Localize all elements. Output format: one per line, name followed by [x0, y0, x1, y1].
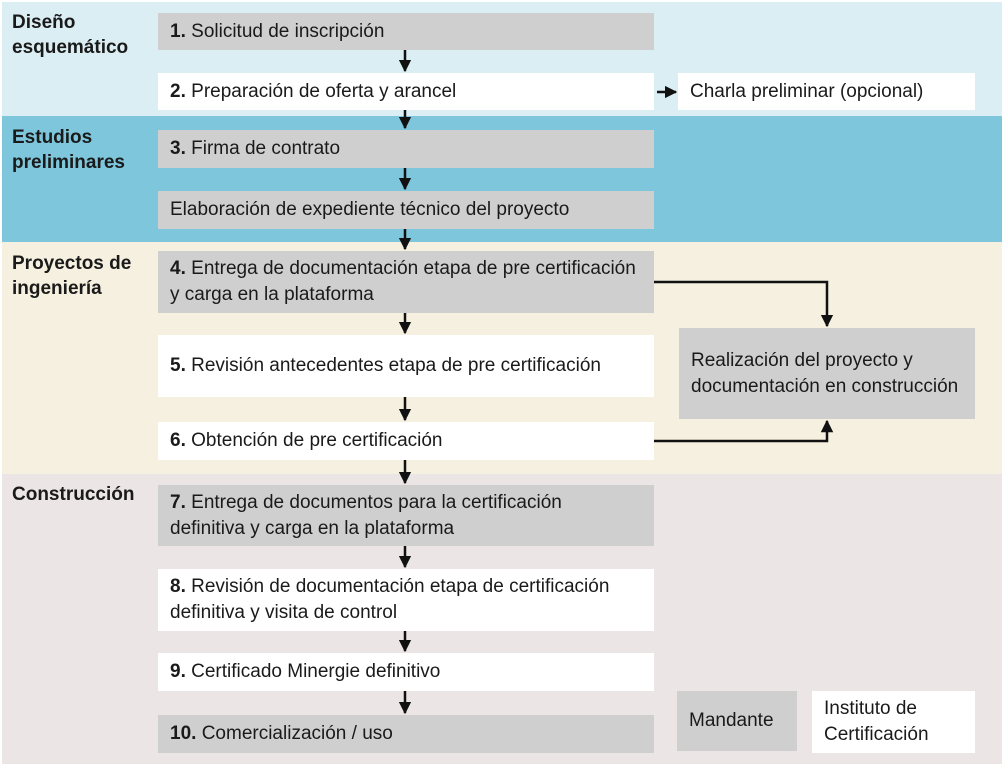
step-6: 6. Obtención de pre certificación — [158, 422, 654, 460]
phase-label-diseno: Diseño esquemático — [12, 12, 129, 58]
legend-mandante-text: Mandante — [689, 710, 774, 731]
step-9: 9. Certificado Minergie definitivo — [158, 653, 654, 691]
step-expediente: Elaboración de expediente técnico del pr… — [158, 191, 654, 229]
step-8-text: Revisión de documentación etapa de certi… — [170, 576, 610, 623]
step-6-text: Obtención de pre certificación — [191, 430, 443, 451]
legend-instituto-text: Instituto de Certificación — [824, 698, 929, 745]
step-7-number: 7. — [170, 491, 186, 513]
step-2-text: Preparación de oferta y arancel — [191, 80, 457, 102]
step-7: 7. Entrega de documentos para la certifi… — [158, 485, 654, 546]
step-10-text: Comercialización / uso — [201, 723, 393, 744]
legend-mandante: Mandante — [677, 691, 797, 751]
step-2-number: 2. — [170, 80, 186, 102]
step-4-number: 4. — [170, 258, 186, 279]
step-1-number: 1. — [170, 20, 186, 42]
step-1-text: Solicitud de inscripción — [191, 20, 385, 42]
legend-instituto: Instituto de Certificación — [812, 691, 975, 753]
phase-label-construccion: Construcción — [12, 484, 135, 505]
step-4-text: Entrega de documentación etapa de pre ce… — [170, 258, 636, 305]
step-5-number: 5. — [170, 355, 186, 376]
step-5-text: Revisión antecedentes etapa de pre certi… — [191, 355, 601, 376]
step-8: 8. Revisión de documentación etapa de ce… — [158, 569, 654, 631]
step-9-number: 9. — [170, 661, 186, 682]
step-10: 10. Comercialización / uso — [158, 715, 654, 753]
step-6-number: 6. — [170, 430, 186, 451]
step-3-text: Firma de contrato — [191, 138, 341, 159]
realizacion-text: Realización del proyecto y documentación… — [691, 349, 959, 397]
realizacion-box: Realización del proyecto y documentación… — [679, 328, 975, 419]
charla-preliminar-text: Charla preliminar (opcional) — [690, 80, 924, 102]
step-3-number: 3. — [170, 138, 186, 159]
phase-label-estudios: Estudios preliminares — [12, 127, 125, 173]
step-4: 4. Entrega de documentación etapa de pre… — [158, 251, 654, 313]
phase-label-proyectos: Proyectos de ingeniería — [12, 253, 132, 299]
step-5: 5. Revisión antecedentes etapa de pre ce… — [158, 335, 654, 397]
step-10-number: 10. — [170, 723, 197, 744]
step-1: 1. Solicitud de inscripción — [158, 13, 654, 50]
step-9-text: Certificado Minergie definitivo — [191, 661, 441, 682]
step-7-text: Entrega de documentos para la certificac… — [170, 491, 562, 539]
charla-preliminar-box: Charla preliminar (opcional) — [678, 73, 975, 110]
step-expediente-text: Elaboración de expediente técnico del pr… — [170, 199, 570, 220]
step-3: 3. Firma de contrato — [158, 130, 654, 168]
step-2: 2. Preparación de oferta y arancel — [158, 73, 654, 110]
step-8-number: 8. — [170, 576, 186, 597]
